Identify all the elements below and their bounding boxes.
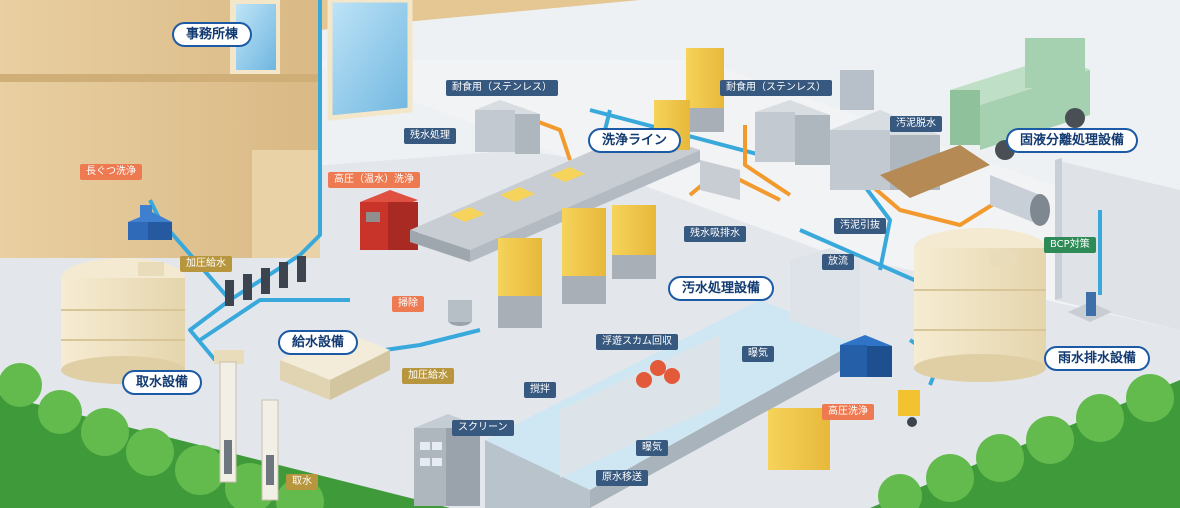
truck (950, 38, 1090, 160)
tag-screen: スクリーン (452, 420, 514, 436)
label-office-building: 事務所棟 (172, 22, 253, 47)
tag-aeration-upper: 曝気 (742, 346, 774, 362)
water-intake-tank (61, 258, 185, 384)
hot-water-washer (360, 190, 418, 250)
crate-stacks (498, 48, 830, 470)
well-pipes (214, 350, 279, 501)
label-solid-liquid-separation: 固液分離処理設備 (1006, 128, 1139, 153)
tag-water-intake-small: 取水 (286, 474, 318, 490)
discharge-pipe (990, 175, 1050, 226)
dewatering-machine (830, 70, 990, 198)
tag-agitation: 撹拌 (524, 382, 556, 398)
pressure-washer-blue (840, 335, 892, 377)
tag-cleaning: 掃除 (392, 296, 424, 312)
perimeter-wall (1055, 158, 1180, 330)
tag-residual-water-suction: 残水吸排水 (684, 226, 746, 242)
hedge-right (870, 374, 1180, 508)
control-panel (414, 414, 480, 506)
label-rainwater-drainage: 雨水排水設備 (1044, 346, 1151, 371)
label-water-supply: 給水設備 (278, 330, 359, 355)
tag-high-pressure-hot-washing: 高圧（温水）洗浄 (328, 172, 420, 188)
washing-conveyor (410, 130, 740, 262)
pressure-washer-yellow (898, 390, 920, 427)
tag-sludge-dewatering: 汚泥脱水 (890, 116, 942, 132)
tag-discharge: 放流 (822, 254, 854, 270)
label-wastewater-treatment: 汚水処理設備 (668, 276, 775, 301)
label-water-intake: 取水設備 (122, 370, 203, 395)
tag-floating-scum-recovery: 浮遊スカム回収 (596, 334, 678, 350)
tag-raw-water-transfer: 原水移送 (596, 470, 648, 486)
tag-residual-water-treatment: 残水処理 (404, 128, 456, 144)
label-washing-line: 洗浄ライン (588, 128, 682, 153)
stainless-tanks (475, 100, 830, 165)
tag-boot-washing: 長ぐつ洗浄 (80, 164, 142, 180)
vacuum-cleaner (448, 300, 472, 326)
bcp-pump (1068, 292, 1112, 322)
tag-aeration-lower: 曝気 (636, 440, 668, 456)
supply-tank (280, 330, 390, 400)
tag-sludge-extraction: 汚泥引抜 (834, 218, 886, 234)
rainwater-tank (914, 228, 1046, 382)
tag-bcp: BCP対策 (1044, 237, 1096, 253)
tag-corrosion-stainless-left: 耐食用（ステンレス） (446, 80, 558, 96)
tag-corrosion-stainless-right: 耐食用（ステンレス） (720, 80, 832, 96)
boot-washer (128, 205, 172, 240)
tag-pressurized-water-supply-left: 加圧給水 (180, 256, 232, 272)
tag-pressurized-water-supply-right: 加圧給水 (402, 368, 454, 384)
booster-pumps (225, 256, 306, 306)
tag-high-pressure-washing: 高圧洗浄 (822, 404, 874, 420)
scum-floats (636, 360, 680, 388)
